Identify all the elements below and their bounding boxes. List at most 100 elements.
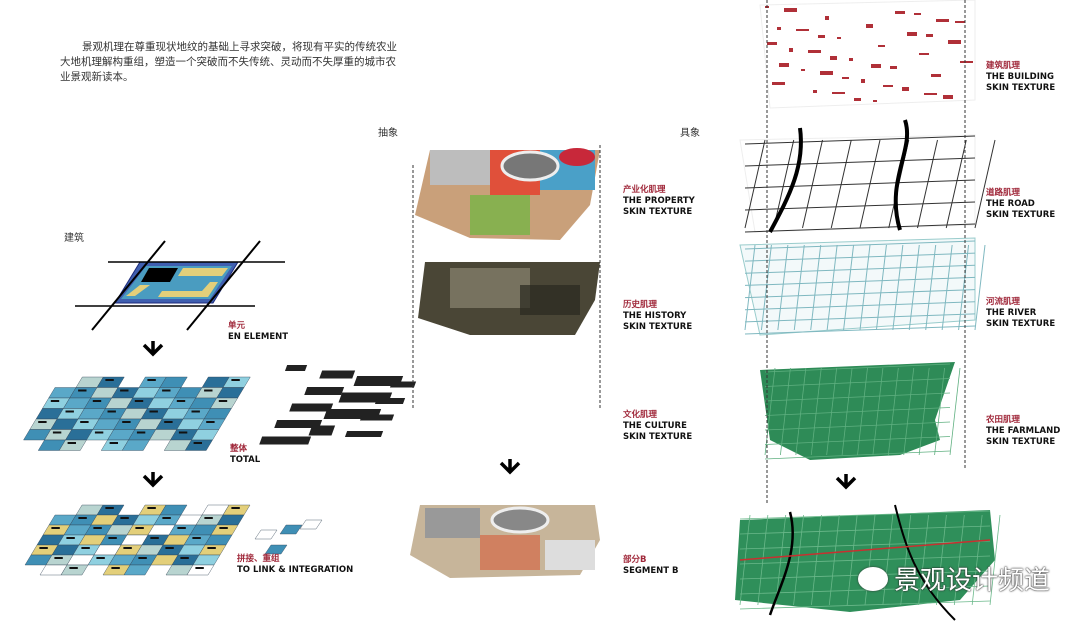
loose-tile (279, 524, 303, 535)
grid-line (971, 514, 983, 606)
grid-tile (60, 564, 89, 576)
grid-line (811, 514, 822, 606)
grid-line (875, 244, 887, 331)
building-footprint (830, 56, 837, 60)
grid-line (903, 367, 915, 456)
grid-line (859, 244, 871, 331)
grid-line (739, 555, 991, 565)
tile-building-mark (80, 421, 89, 423)
grid-line (744, 139, 766, 229)
tile-building-mark (180, 557, 189, 559)
loose-tile (254, 529, 278, 540)
building-footprint (796, 29, 809, 31)
building-footprint (789, 48, 793, 52)
building-footprint (924, 93, 937, 95)
tile-building-mark (66, 537, 75, 539)
grid-line (826, 367, 838, 456)
tile-building-mark (162, 517, 171, 519)
tile-building-mark (93, 527, 102, 529)
culture-word (344, 431, 384, 437)
building-footprint (955, 21, 965, 23)
tile-building-mark (105, 379, 114, 381)
heading-architecture: 建筑 (64, 233, 84, 244)
culture-word (308, 425, 336, 436)
tile-building-mark (39, 547, 48, 549)
grid-line (795, 367, 807, 456)
segment-b-collage (410, 505, 600, 578)
grid-line (777, 244, 789, 331)
grid-line (764, 421, 951, 431)
grid-line (775, 514, 787, 606)
grid-line (764, 363, 951, 373)
tile-building-mark (69, 567, 78, 569)
grid-tile (58, 439, 87, 451)
building-footprint (825, 16, 829, 20)
intro-text: 景观机理在尊重现状地纹的基础上寻求突破，将现有平实的传统农业大地机理解构重组，塑… (60, 41, 397, 83)
tile-building-mark (92, 400, 102, 402)
tile-building-mark (164, 421, 173, 423)
building-footprint (854, 98, 861, 101)
culture-word (274, 420, 323, 428)
down-arrow-icon (142, 472, 164, 488)
tile-building-mark (38, 421, 47, 423)
grid-line (744, 223, 976, 233)
grid-tile (184, 439, 213, 451)
element-unit (75, 240, 285, 331)
grid-line (810, 367, 822, 456)
grid-line (764, 407, 951, 416)
building-footprint (849, 58, 853, 61)
grid-line (744, 325, 976, 335)
tile-building-mark (192, 537, 201, 539)
total-grid (23, 376, 251, 451)
grid-line (793, 514, 804, 606)
building-footprint (878, 45, 885, 47)
building-footprint (871, 64, 881, 68)
grid-line (760, 244, 772, 331)
tile-building-mark (81, 547, 90, 549)
building-footprint (890, 66, 897, 69)
tile-building-mark (193, 442, 202, 444)
building-footprint (960, 61, 973, 63)
culture-word (284, 365, 308, 371)
tile-building-mark (231, 507, 240, 509)
tile-building-mark (123, 547, 132, 549)
tile-building-mark (177, 527, 186, 529)
building-footprint (779, 63, 789, 67)
building-footprint (772, 82, 785, 85)
culture-word (389, 381, 417, 388)
grid-line (739, 585, 991, 595)
grid-line (900, 514, 912, 606)
watermark: 景观设计频道 (857, 560, 1050, 597)
tile-building-mark (108, 537, 117, 539)
grid-line (744, 313, 976, 323)
heading-concrete: 具象 (680, 128, 700, 139)
building-footprint (767, 42, 777, 45)
building-footprint (883, 85, 893, 87)
building-footprint (943, 95, 953, 99)
grid-line (934, 367, 945, 456)
tile-building-mark (111, 567, 120, 569)
grid-line (739, 510, 991, 520)
loose-tile (299, 519, 323, 530)
culture-word (359, 414, 395, 421)
tile-building-mark (138, 557, 147, 559)
down-arrow-icon (835, 474, 857, 490)
culture-word (319, 370, 356, 379)
building-footprint (842, 77, 849, 79)
building-footprint (931, 74, 941, 77)
flow-arrows (142, 341, 857, 490)
building-footprint (907, 32, 917, 36)
grid-line (739, 540, 991, 550)
river-layer (739, 237, 986, 336)
grid-tile (123, 564, 152, 576)
